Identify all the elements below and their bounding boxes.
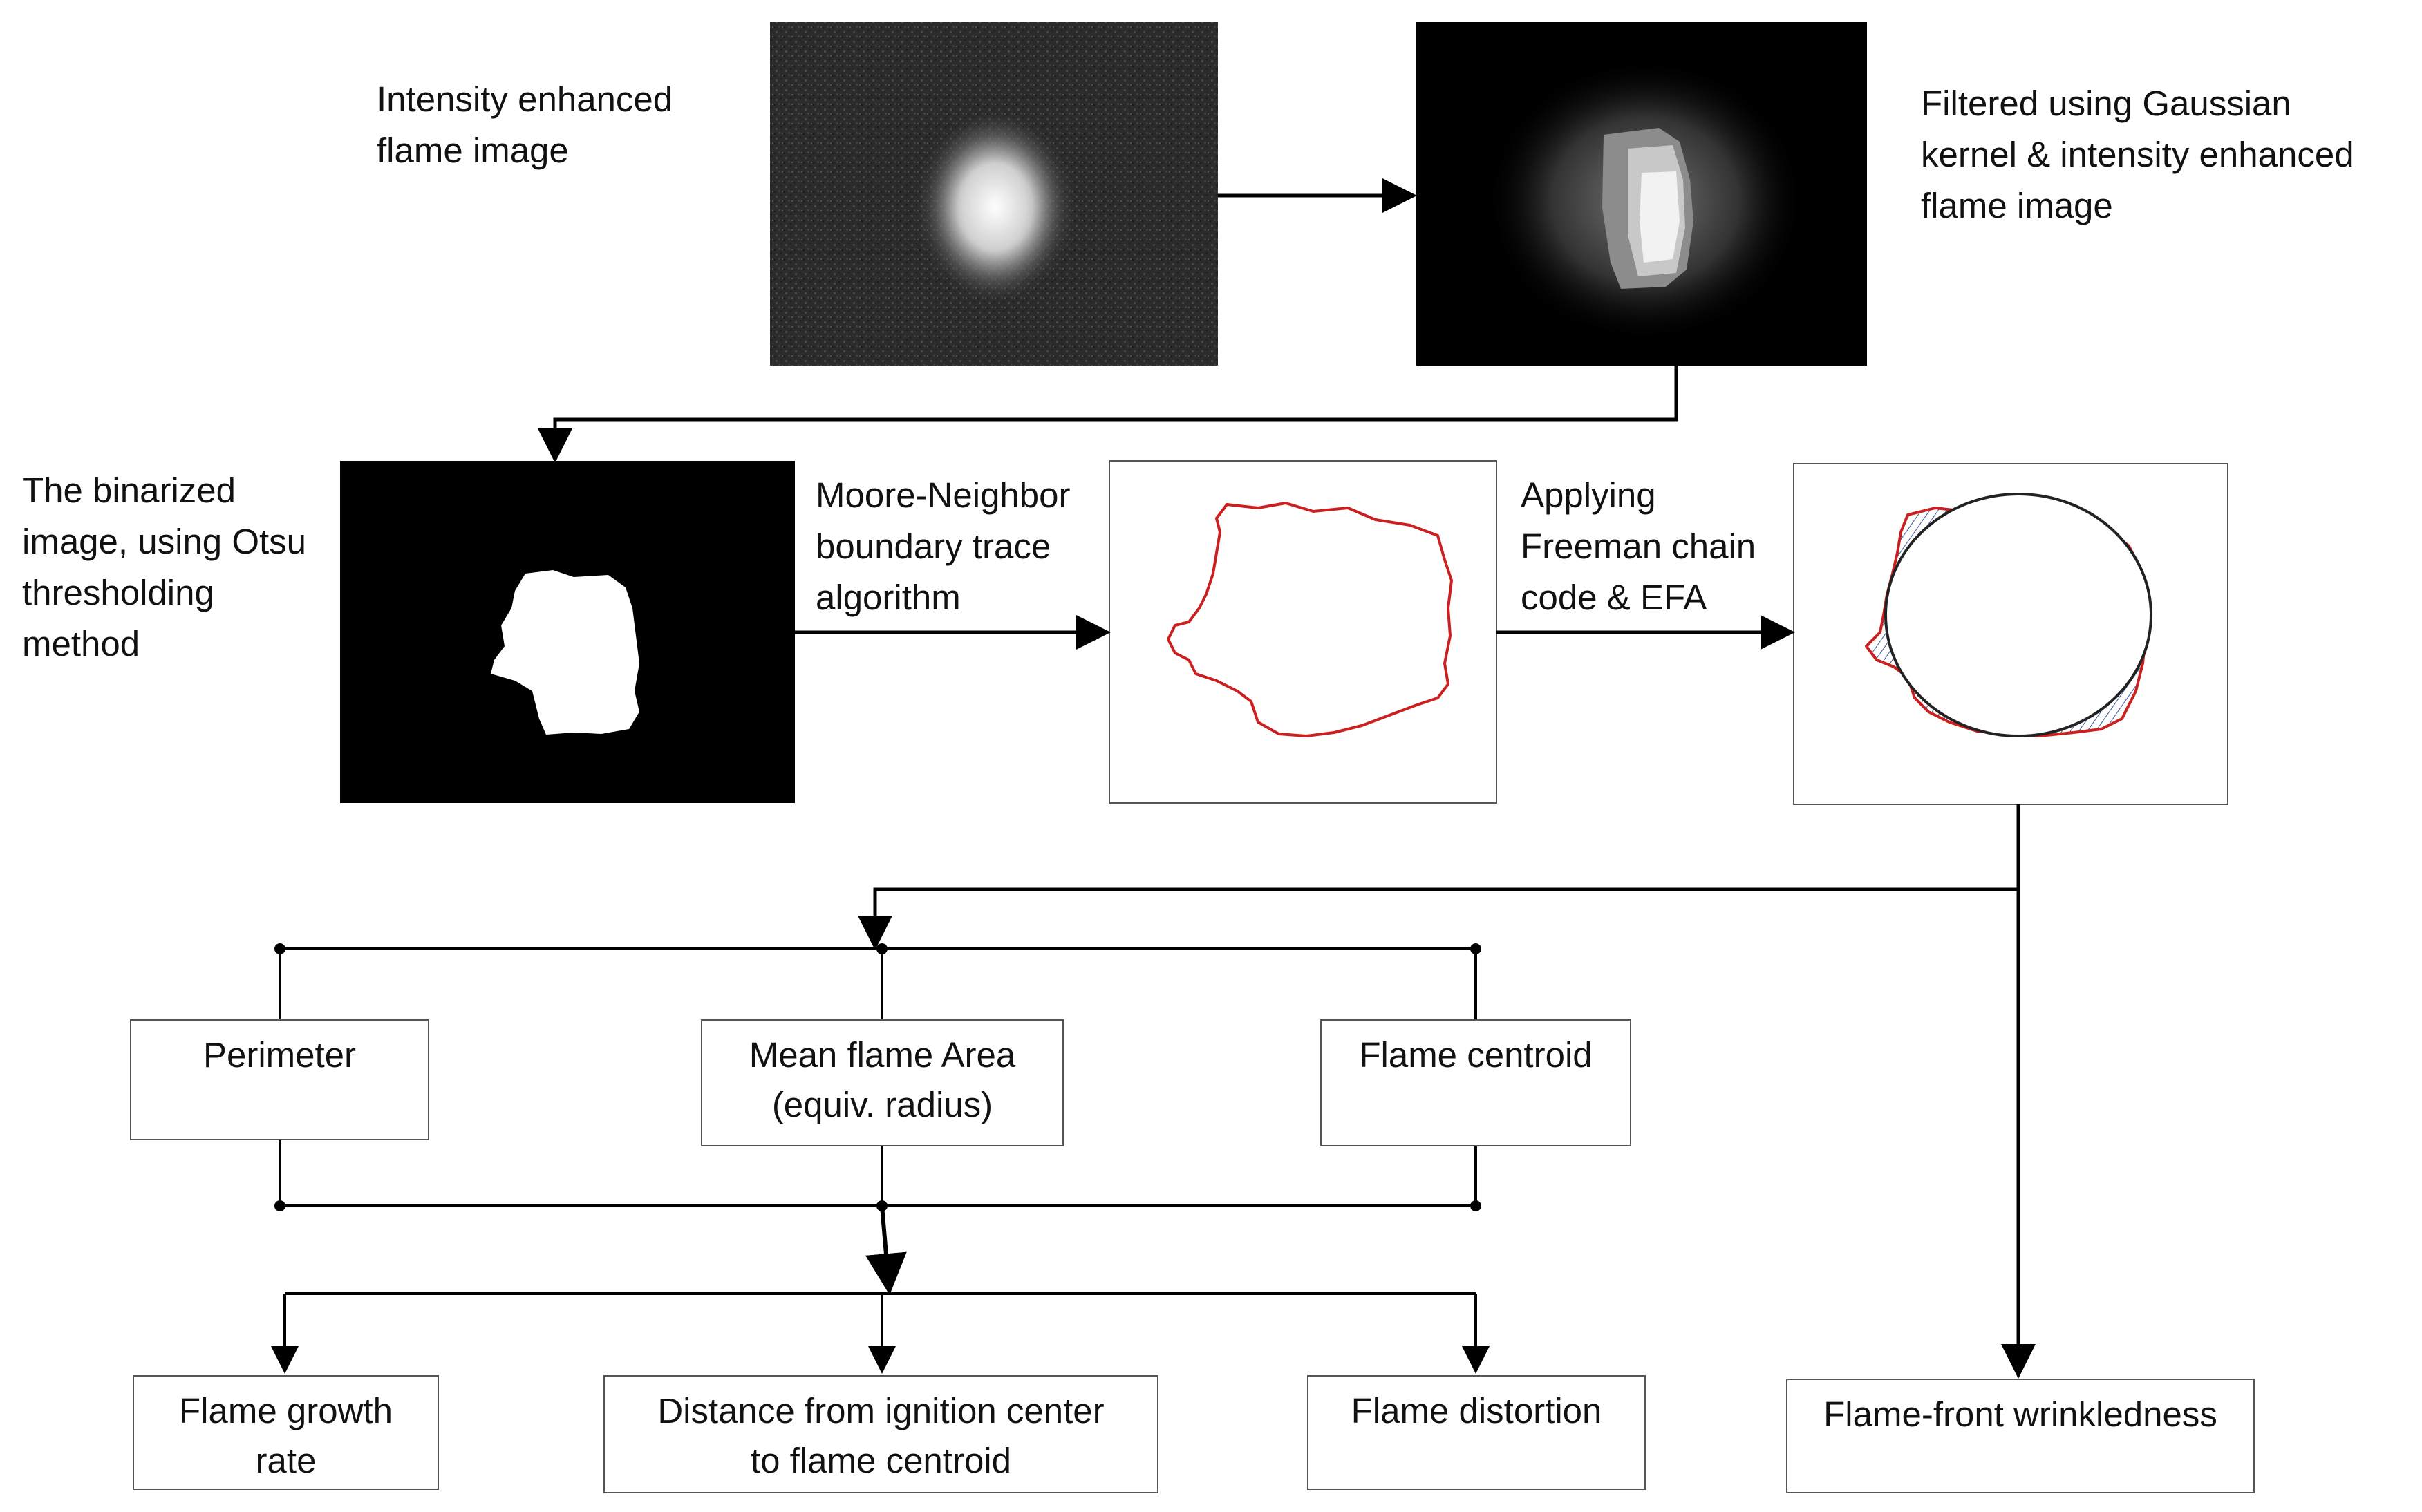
box-text: Perimeter [203,1035,357,1075]
label-line: flame image [377,131,569,170]
label-freeman: Applying Freeman chain code & EFA [1521,470,1756,623]
label-line: The binarized [22,471,236,510]
box-text: Distance from ignition center [657,1391,1105,1430]
bus-top [274,943,1481,1019]
box-text: Flame distortion [1351,1391,1602,1430]
box-text: Flame centroid [1359,1035,1593,1075]
box-text: (equiv. radius) [771,1085,993,1124]
bus-bottom [274,1140,1481,1295]
box-text: Flame-front wrinkledness [1823,1395,2217,1434]
label-line: kernel & intensity enhanced [1921,135,2354,174]
box-text: to flame centroid [750,1441,1012,1480]
label-moore-neighbor: Moore-Neighbor boundary trace algorithm [816,470,1071,623]
intensity-enhanced-image [770,22,1218,366]
label-binarized: The binarized image, using Otsu threshol… [22,465,306,670]
arrow-efa-to-parameters [858,804,2020,950]
distance-box: Distance from ignition center to flame c… [603,1375,1158,1493]
box-text: rate [255,1441,317,1480]
label-line: Filtered using Gaussian [1921,84,2291,123]
label-line: flame image [1921,186,2113,225]
perimeter-box: Perimeter [130,1019,429,1140]
binarized-image [340,461,795,803]
bus-outputs [271,1292,1490,1374]
label-line: boundary trace [816,527,1051,566]
arrow-filtered-to-binarized [538,366,1678,463]
label-line: Applying [1521,475,1656,515]
label-line: code & EFA [1521,578,1707,617]
label-filtered: Filtered using Gaussian kernel & intensi… [1921,78,2354,231]
distortion-box: Flame distortion [1307,1375,1646,1490]
label-line: Freeman chain [1521,527,1756,566]
label-line: algorithm [816,578,961,617]
box-text: Mean flame Area [749,1035,1016,1075]
label-line: method [22,624,140,663]
label-line: image, using Otsu [22,522,307,561]
growth-rate-box: Flame growth rate [133,1375,439,1490]
centroid-box: Flame centroid [1320,1019,1631,1146]
label-line: thresholding [22,573,214,612]
mean-area-box: Mean flame Area (equiv. radius) [701,1019,1064,1146]
box-text: Flame growth [179,1391,393,1430]
label-line: Moore-Neighbor [816,475,1071,515]
label-line: Intensity enhanced [377,79,673,119]
label-intensity-enhanced: Intensity enhanced flame image [377,74,673,176]
wrinkledness-box: Flame-front wrinkledness [1786,1379,2255,1493]
filtered-image [1416,22,1867,366]
boundary-trace-image [1109,460,1497,804]
efa-fit-image [1793,463,2228,805]
